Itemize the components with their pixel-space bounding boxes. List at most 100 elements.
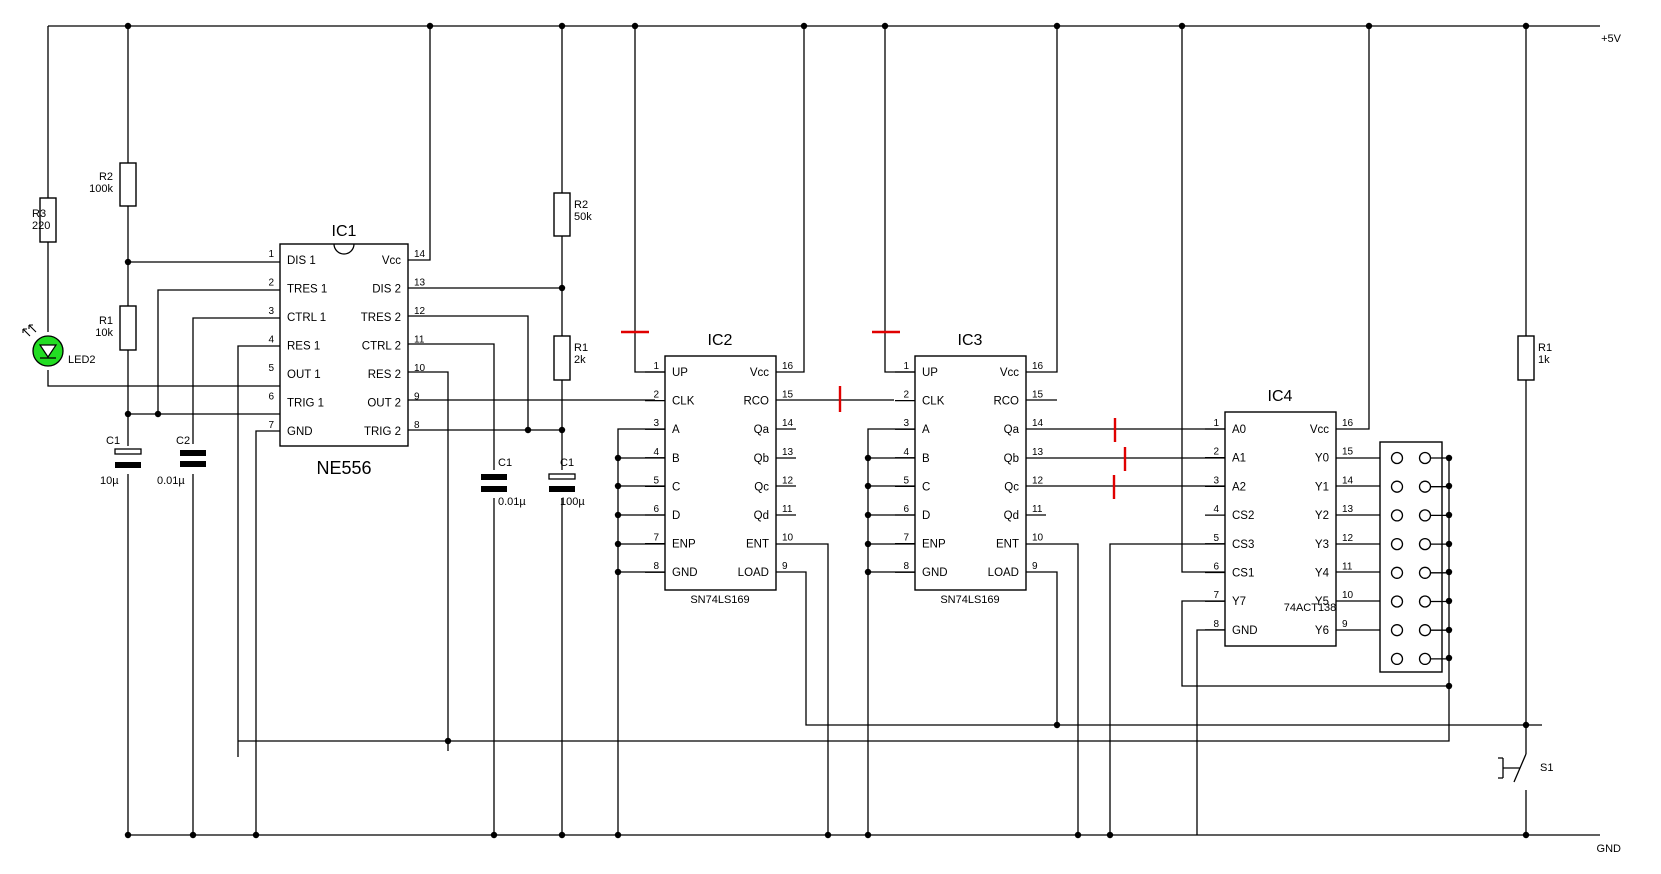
resistor-r1-10k bbox=[119, 305, 137, 351]
ic1-pin-label: TRIG 1 bbox=[287, 398, 324, 410]
ic3-pin-label: D bbox=[922, 510, 930, 522]
ic4-pin-label: Y5 bbox=[1315, 596, 1329, 608]
junction-dot bbox=[1522, 831, 1530, 839]
ic2-title: IC2 bbox=[708, 332, 733, 349]
ic1-notch bbox=[333, 243, 355, 255]
connector-pin-a bbox=[1390, 451, 1404, 465]
connector-pin-a bbox=[1390, 652, 1404, 666]
junction-dot bbox=[490, 831, 498, 839]
ic2-pin-label: GND bbox=[672, 567, 698, 579]
ic3-pin-label: Qc bbox=[1004, 481, 1019, 493]
connector-pin-a bbox=[1390, 480, 1404, 493]
ic3-pin-num: 14 bbox=[1032, 418, 1044, 429]
junction-dot bbox=[1445, 682, 1453, 690]
ic2-pin-label: ENT bbox=[746, 539, 769, 551]
connector-pin-b bbox=[1418, 595, 1432, 608]
resistor-r1-1k bbox=[1517, 335, 1535, 381]
ic4-pin-num: 5 bbox=[1213, 533, 1219, 544]
junction-dot bbox=[1445, 482, 1453, 490]
ic3-pin-num: 1 bbox=[903, 361, 909, 372]
ic4-pin-label: CS3 bbox=[1232, 539, 1254, 551]
ic1-pin-num: 14 bbox=[414, 249, 426, 260]
ic3-pin-num: 4 bbox=[903, 447, 909, 458]
ic1-pin-num: 9 bbox=[414, 392, 420, 403]
ic1-pin-num: 2 bbox=[268, 278, 274, 289]
ic2-pin-num: 14 bbox=[782, 418, 794, 429]
ic3-pin-label: ENP bbox=[922, 539, 946, 551]
junction-dot bbox=[558, 22, 566, 30]
junction-dot bbox=[614, 482, 622, 490]
junction-dot bbox=[881, 22, 889, 30]
ic3-pin-num: 5 bbox=[903, 475, 909, 486]
ic1-pin-label: TRIG 2 bbox=[364, 426, 401, 438]
ic2-pin-num: 4 bbox=[653, 447, 659, 458]
junction-dot bbox=[1445, 454, 1453, 462]
ic2-pin-label: C bbox=[672, 481, 680, 493]
connector-pin-a bbox=[1390, 624, 1404, 637]
ic2-pin-num: 15 bbox=[782, 390, 794, 401]
decoder-ic4-section: IC4 74ACT138 1A02A13A24CS25CS36CS17Y78GN… bbox=[1109, 26, 1449, 835]
ic4-pin-label: A0 bbox=[1232, 424, 1246, 436]
ic2-pin-num: 10 bbox=[782, 533, 794, 544]
r3-ref: R3 bbox=[32, 208, 46, 220]
ic1-pin-label: DIS 2 bbox=[372, 284, 401, 296]
ic1-pin-num: 1 bbox=[268, 249, 274, 260]
ic2-pin-num: 3 bbox=[653, 418, 659, 429]
ic4-pin-num: 4 bbox=[1213, 504, 1219, 515]
ic4-pin-num: 10 bbox=[1342, 590, 1354, 601]
capacitor-c1-0-01u bbox=[481, 474, 507, 492]
ic4-pin-num: 14 bbox=[1342, 475, 1354, 486]
junction-dot bbox=[154, 410, 162, 418]
ic3-pin-label: B bbox=[922, 453, 930, 465]
r3-value: 220 bbox=[32, 220, 50, 232]
connector-pin-b bbox=[1418, 566, 1432, 579]
ic3-pin-num: 6 bbox=[903, 504, 909, 515]
ic4-pin-label: A2 bbox=[1232, 481, 1246, 493]
ic1-pin-label: RES 2 bbox=[368, 369, 401, 381]
ic4-pins: 1A02A13A24CS25CS36CS17Y78GND16Vcc15Y014Y… bbox=[1205, 418, 1354, 637]
ic2-pin-label: Qd bbox=[754, 510, 769, 522]
junction-dot bbox=[444, 737, 452, 745]
junction-dot bbox=[252, 831, 260, 839]
junction-dot bbox=[864, 831, 872, 839]
ic3-pin-label: CLK bbox=[922, 396, 945, 408]
ic4-pin-label: A1 bbox=[1232, 453, 1246, 465]
junction-dot bbox=[864, 454, 872, 462]
ic1-pin-num: 10 bbox=[414, 363, 426, 374]
ic3-pin-num: 13 bbox=[1032, 447, 1044, 458]
ic1-pin-label: DIS 1 bbox=[287, 255, 316, 267]
junction-dot bbox=[824, 831, 832, 839]
ic4-pin-num: 6 bbox=[1213, 562, 1219, 573]
junction-dot bbox=[124, 258, 132, 266]
ic1-pin-num: 13 bbox=[414, 278, 426, 289]
r2b-value: 50k bbox=[574, 211, 592, 223]
ic3-pin-label: GND bbox=[922, 567, 948, 579]
junction-dot bbox=[1445, 597, 1453, 605]
led-connector-header bbox=[1379, 441, 1443, 673]
ic1-pin-label: CTRL 2 bbox=[362, 341, 401, 353]
resistor-r2-50k bbox=[553, 192, 571, 237]
ic3-pin-label: ENT bbox=[996, 539, 1019, 551]
connector-pin-b bbox=[1418, 509, 1432, 522]
r1a-value: 10k bbox=[95, 327, 113, 339]
junction-dot bbox=[524, 426, 532, 434]
switch-s1[interactable] bbox=[1498, 753, 1527, 835]
ic3-pin-num: 8 bbox=[903, 561, 909, 572]
ic2-pin-label: Qc bbox=[754, 481, 769, 493]
junction-dot bbox=[124, 22, 132, 30]
ic2-pin-num: 16 bbox=[782, 361, 794, 372]
vcc-label: +5V bbox=[1601, 33, 1622, 45]
ic1-pin-label: TRES 2 bbox=[361, 312, 401, 324]
junction-dot bbox=[631, 22, 639, 30]
ic2-pin-num: 13 bbox=[782, 447, 794, 458]
ic3-pin-num: 10 bbox=[1032, 533, 1044, 544]
junction-dot bbox=[1445, 540, 1453, 548]
ic1-pin-num: 6 bbox=[268, 392, 274, 403]
ic4-pin-label: GND bbox=[1232, 625, 1258, 637]
junction-dot bbox=[1445, 511, 1453, 519]
ic3-pin-label: Qa bbox=[1004, 424, 1020, 436]
junction-dot bbox=[1445, 626, 1453, 634]
c2-ref: C2 bbox=[176, 435, 190, 447]
ic2-pin-label: Vcc bbox=[750, 367, 769, 379]
